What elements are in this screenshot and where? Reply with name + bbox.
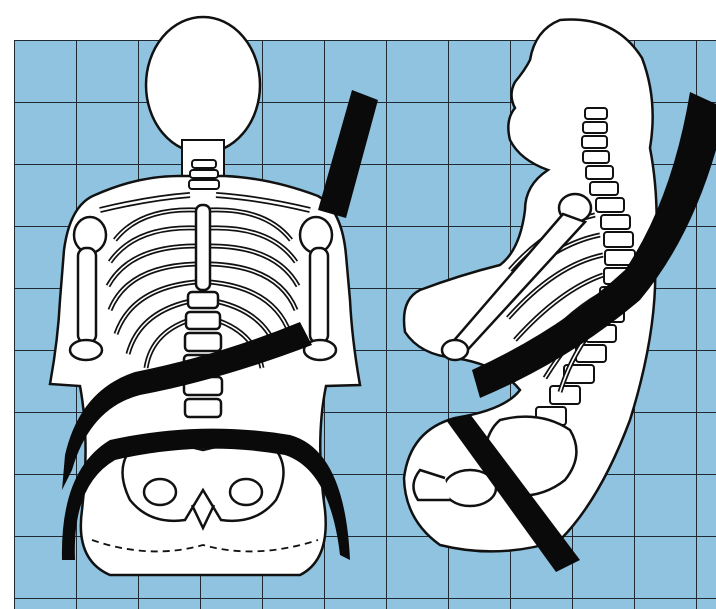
- front-head: [146, 17, 260, 153]
- front-cervical-spine: [189, 160, 219, 189]
- front-sternum: [196, 205, 210, 290]
